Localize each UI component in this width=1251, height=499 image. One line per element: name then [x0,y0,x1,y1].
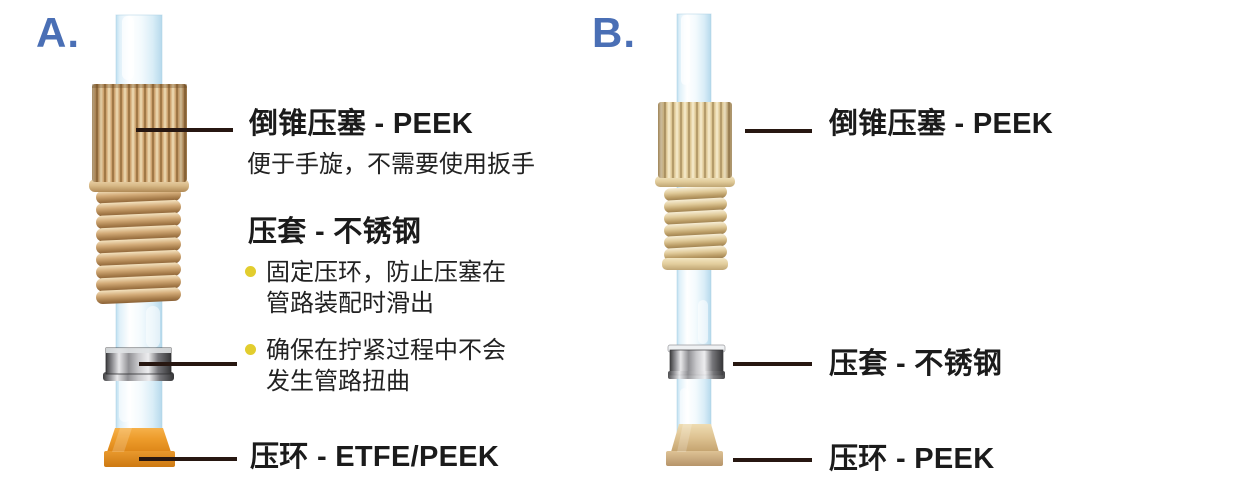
fitting-b-illustration [655,13,812,466]
threads-a [96,187,181,305]
callout-a-sleeve-bullets: 固定压环，防止压塞在 管路装配时滑出 确保在拧紧过程中不会 发生管路扭曲 [245,257,506,397]
section-a-label: A. [36,9,80,56]
callout-b-plug-title: 倒锥压塞 - PEEK [829,108,1054,140]
steel-sleeve-a [103,347,174,381]
bullet-icon [245,344,256,355]
callout-a-plug-note: 便于手旋，不需要使用扳手 [247,151,535,178]
callout-a-plug-title: 倒锥压塞 - PEEK [249,108,474,140]
callout-b-ferrule-title: 压环 - PEEK [829,443,995,475]
fitting-a-illustration [89,14,237,467]
section-b-label: B. [592,9,636,56]
callout-a-sleeve-title: 压套 - 不锈钢 [248,216,422,248]
ferrule-b [666,424,723,466]
callout-b-sleeve-title: 压套 - 不锈钢 [829,348,1003,380]
bullet-item: 固定压环，防止压塞在 管路装配时滑出 [245,257,506,319]
callout-a-ferrule-title: 压环 - ETFE/PEEK [250,441,500,473]
ferrule-a [104,428,175,467]
bullet-text: 固定压环，防止压塞在 管路装配时滑出 [266,259,506,317]
bullet-item: 确保在拧紧过程中不会 发生管路扭曲 [245,335,506,397]
steel-sleeve-b [667,344,726,379]
knurled-nut-a [89,84,189,192]
bullet-icon [245,266,256,277]
bullet-text: 确保在拧紧过程中不会 发生管路扭曲 [266,337,506,395]
threads-b [662,185,728,270]
knurled-nut-b [655,102,735,187]
